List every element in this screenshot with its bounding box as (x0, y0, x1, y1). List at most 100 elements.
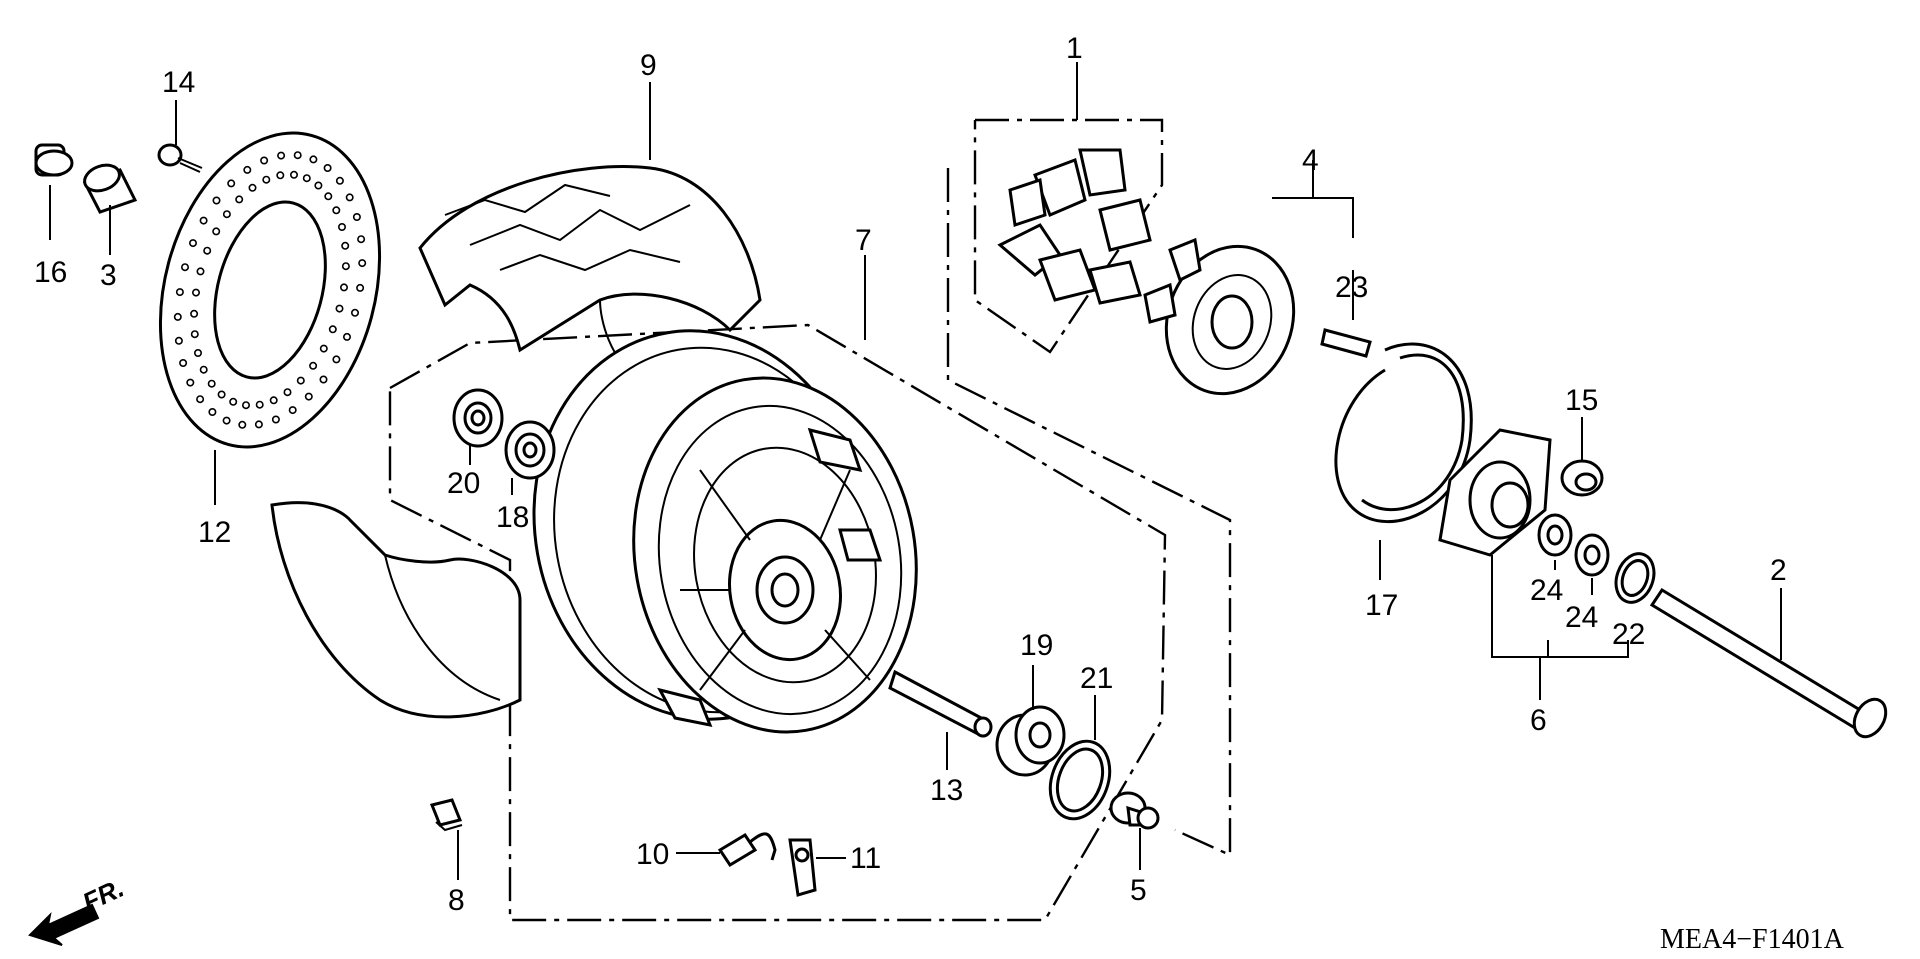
disc-hole (339, 283, 348, 292)
disc-hole (254, 420, 263, 429)
drawing-code: MEA4−F1401A (1660, 924, 1845, 955)
group-boundary-wheel (388, 323, 1167, 922)
disc-hole (196, 395, 205, 404)
disc-hole (288, 406, 297, 415)
circlip (1334, 342, 1473, 523)
disc-hole (324, 192, 333, 201)
disc-hole (196, 267, 205, 276)
disc-hole (302, 174, 311, 183)
disc-hole (277, 151, 286, 160)
disc-hole (173, 312, 182, 321)
callout-5: 5 (1130, 874, 1147, 907)
disc-hole (175, 288, 184, 297)
callout-23: 23 (1335, 271, 1368, 304)
disc-hole (222, 416, 231, 425)
callout-12: 12 (198, 516, 231, 549)
flange-nut (34, 143, 74, 177)
disc-hole (319, 375, 328, 384)
disc-hole (293, 151, 302, 160)
group-boundary-7 (946, 168, 1232, 857)
bearings-24 (1537, 513, 1610, 577)
disc-hole (335, 304, 344, 313)
disc-hole (335, 176, 344, 185)
disc-hole (342, 332, 351, 341)
disc-hole (345, 193, 354, 202)
tire (270, 165, 762, 719)
disc-hole (276, 171, 285, 180)
disc-hole (332, 355, 341, 364)
disc-hole (309, 361, 318, 370)
disc-hole (328, 325, 337, 334)
disc-hole (229, 397, 238, 406)
group-boundary-6 (1491, 555, 1629, 658)
disc-hole (271, 415, 280, 424)
disc-hole (235, 195, 244, 204)
callout-13: 13 (930, 774, 963, 807)
disc-hole (181, 263, 190, 272)
callout-20: 20 (447, 467, 480, 500)
callout-4: 4 (1302, 144, 1319, 177)
callout-24a: 24 (1530, 574, 1563, 607)
disc-hole (319, 344, 328, 353)
hub-nut-15 (1560, 459, 1604, 497)
callout-14: 14 (162, 66, 195, 99)
o-ring-21 (1048, 739, 1112, 821)
callout-17: 17 (1365, 589, 1398, 622)
callout-21: 21 (1080, 662, 1113, 695)
callout-22: 22 (1612, 618, 1645, 651)
disc-hole (179, 358, 188, 367)
callout-7: 7 (855, 224, 872, 257)
disc-hole (332, 206, 341, 215)
disc-hole (255, 400, 264, 409)
disc-hole (199, 365, 208, 374)
bearing-20 (452, 388, 504, 448)
wheel-damper-rubbers (997, 148, 1152, 305)
bearing-18 (504, 420, 556, 480)
disc-hole (341, 241, 350, 250)
disc-hole (248, 183, 257, 192)
disc-hole (352, 213, 361, 222)
front-direction-arrow-icon: FR. (28, 873, 129, 946)
final-driven-hub (1438, 428, 1552, 557)
disc-hole (238, 420, 247, 429)
callout-9: 9 (640, 49, 657, 82)
callout-3: 3 (100, 259, 117, 292)
disc-hole (222, 210, 231, 219)
disc-hole (262, 175, 271, 184)
disc-hole (194, 348, 203, 357)
disc-hole (309, 155, 318, 164)
disc-hole (190, 330, 199, 339)
disc-hole (304, 392, 313, 401)
disc-hole (337, 223, 346, 232)
disc-hole (186, 378, 195, 387)
disc-hole (260, 156, 269, 165)
air-valve (717, 832, 777, 868)
brake-disc (158, 131, 382, 449)
disc-hole (227, 179, 236, 188)
o-ring-22 (1614, 552, 1656, 604)
disc-hole (174, 336, 183, 345)
disc-hole (358, 259, 367, 268)
disc-hole (296, 376, 305, 385)
group-boundary-4 (1272, 197, 1354, 238)
driven-flange (1143, 237, 1296, 396)
callout-15: 15 (1565, 384, 1598, 417)
disc-hole (242, 401, 251, 410)
side-collar-5 (1109, 791, 1160, 830)
bearing-19 (995, 705, 1066, 777)
disc-hole (190, 309, 199, 318)
disc-hole (283, 388, 292, 397)
disc-hole (243, 165, 252, 174)
callout-24b: 24 (1565, 601, 1598, 634)
callout-11: 11 (850, 842, 881, 875)
disc-hole (217, 390, 226, 399)
disc-hole (192, 288, 201, 297)
disc-hole (212, 196, 221, 205)
collar (82, 163, 138, 214)
disc-hole (189, 239, 198, 248)
disc-hole (357, 235, 366, 244)
disc-hole (203, 246, 212, 255)
disc-hole (207, 379, 216, 388)
disc-hole (314, 181, 323, 190)
